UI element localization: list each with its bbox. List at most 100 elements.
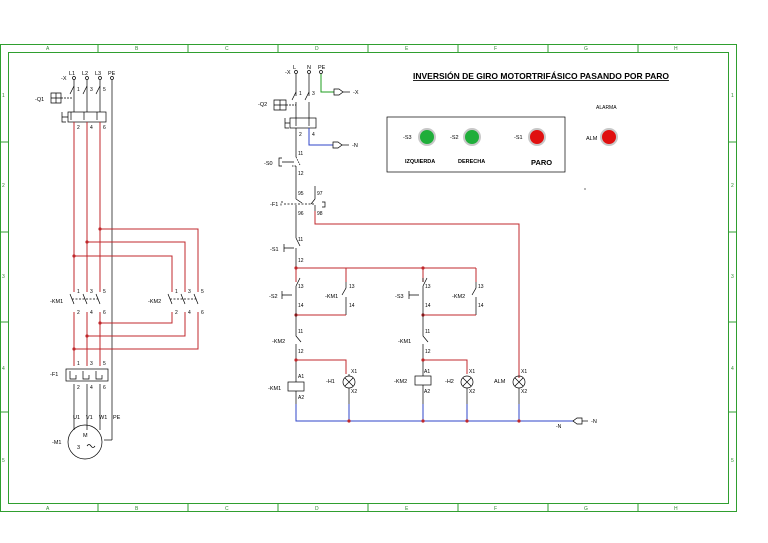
terminal: 97 [317, 191, 323, 197]
terminal: 5 [103, 361, 106, 367]
control-line-main: -S0 11 12 -F1 95 97 96 98 -S1 11 12 [264, 128, 520, 378]
terminal: 12 [298, 171, 304, 177]
motor: U1 V1 W1 PE -M1 M 3 [52, 415, 121, 460]
terminal: 1 [175, 289, 178, 295]
n-end-tag: -N [556, 424, 562, 430]
col-label: D [315, 46, 319, 52]
km1-branch: -S2 13 14 -KM1 13 14 -KM2 11 12 -KM1 A1 … [268, 266, 477, 404]
row-label: 3 [731, 274, 734, 280]
terminal: 14 [349, 303, 355, 309]
col-label: G [584, 46, 588, 52]
izquierda-button[interactable] [418, 128, 436, 146]
f1-thermal-relay: -F1 1 3 5 2 4 6 [50, 361, 109, 391]
terminal: 6 [201, 310, 204, 316]
power-wiring [72, 122, 199, 430]
derecha-button[interactable] [463, 128, 481, 146]
terminal: 1 [77, 289, 80, 295]
col-label: A [46, 46, 50, 52]
col-label: C [225, 506, 229, 512]
terminal: A2 [424, 389, 430, 395]
terminal: 13 [478, 284, 484, 290]
col-label: B [135, 506, 139, 512]
alarm-lamp [600, 128, 618, 146]
motor-3: 3 [77, 445, 80, 451]
terminal: 12 [298, 349, 304, 355]
terminal: 4 [90, 385, 93, 391]
terminal: 2 [175, 310, 178, 316]
col-label: C [225, 46, 229, 52]
phase-label: PE [108, 71, 116, 77]
row-label: 3 [2, 274, 5, 280]
km2-coil-label: -KM2 [394, 379, 407, 385]
motor-term: W1 [99, 415, 107, 421]
terminal: 11 [298, 237, 303, 243]
alarm-indicator: ALARMA ALM [584, 105, 618, 190]
panel-s2-label: -S2 [450, 135, 459, 141]
terminal: X1 [351, 369, 357, 375]
terminal: X1 [521, 369, 527, 375]
motor-term: U1 [73, 415, 80, 421]
terminal: 3 [312, 91, 315, 97]
supply-label: PE [318, 65, 326, 71]
terminal: 11 [298, 151, 303, 157]
col-label: F [494, 46, 497, 52]
sheet-frame [0, 44, 737, 512]
terminal: 3 [90, 289, 93, 295]
terminal: 1 [77, 87, 80, 93]
row-labels: 1 2 3 4 5 1 2 3 4 5 [2, 93, 734, 464]
terminal: 2 [77, 125, 80, 131]
terminal: 1 [299, 91, 302, 97]
row-label: 1 [731, 93, 734, 99]
supply-label: L [293, 65, 296, 71]
f1-label: -F1 [50, 372, 58, 378]
col-label: F [494, 506, 497, 512]
s2-label: -S2 [269, 294, 278, 300]
terminal: 12 [425, 349, 431, 355]
terminal: 2 [299, 132, 302, 138]
km1-label: -KM1 [50, 299, 63, 305]
col-label: E [405, 506, 409, 512]
alarm-branch: ALM X1 X2 [494, 369, 527, 404]
terminal: 11 [425, 329, 430, 335]
phase-label: L3 [95, 71, 101, 77]
derecha-label: DERECHA [458, 159, 485, 165]
terminal: X2 [521, 389, 527, 395]
q2-breaker: -Q2 1 3 2 4 -N [258, 91, 358, 149]
row-label: 4 [2, 366, 5, 372]
terminal: 2 [77, 385, 80, 391]
terminal: 96 [298, 211, 304, 217]
terminal: A2 [298, 395, 304, 401]
terminal: 4 [90, 310, 93, 316]
motor-term: V1 [86, 415, 93, 421]
terminal: 13 [349, 284, 355, 290]
col-label: G [584, 506, 588, 512]
terminal: 1 [77, 361, 80, 367]
motor-m: M [83, 433, 88, 439]
km1-interlock-label: -KM1 [398, 339, 411, 345]
panel-s1-label: -S1 [514, 135, 523, 141]
paro-button[interactable] [528, 128, 546, 146]
motor-label: -M1 [52, 440, 61, 446]
alarm-alm-label: ALM [586, 136, 598, 142]
h2-label: -H2 [445, 379, 454, 385]
column-labels-top: A B C D E F G H [46, 46, 678, 52]
terminal: 4 [188, 310, 191, 316]
km1-main-contacts: -KM1 1 3 5 2 4 6 [50, 289, 106, 316]
operator-panel: -S3 -S2 -S1 IZQUIERDA DERECHA PARO [386, 116, 566, 173]
row-label: 2 [731, 183, 734, 189]
km2-interlock-label: -KM2 [272, 339, 285, 345]
s1-label: -S1 [270, 247, 279, 253]
terminal: 13 [298, 284, 304, 290]
terminal: 4 [312, 132, 315, 138]
phase-label: L2 [82, 71, 88, 77]
row-label: 5 [2, 458, 5, 464]
terminal: X2 [351, 389, 357, 395]
km2-main-contacts: -KM2 1 3 5 2 4 6 [148, 289, 204, 316]
terminal: X1 [469, 369, 475, 375]
row-label: 2 [2, 183, 5, 189]
terminal: 6 [103, 385, 106, 391]
terminal: 95 [298, 191, 304, 197]
col-label: D [315, 506, 319, 512]
x-out-label: -X [353, 90, 359, 96]
terminal: 2 [77, 310, 80, 316]
